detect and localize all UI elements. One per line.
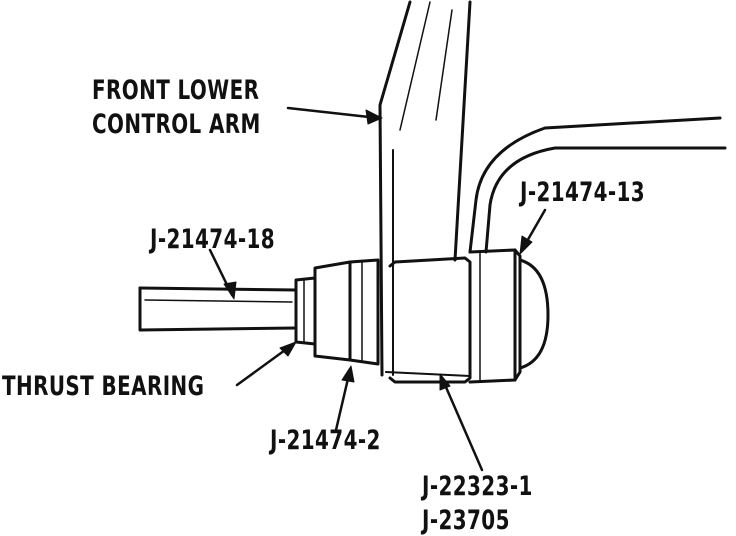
- control-arm-plate: [378, 0, 472, 377]
- receiver-cylinder: [385, 256, 472, 384]
- label-thrust-bearing: THRUST BEARING: [2, 371, 205, 402]
- label-j22323-1: J-22323-1: [422, 471, 533, 502]
- hex-shaft: [138, 286, 298, 332]
- label-front-lower-control-arm-2: CONTROL ARM: [92, 109, 261, 140]
- arrowheads: [223, 109, 533, 391]
- collar-j21474-2: [313, 258, 380, 366]
- label-j21474-18: J-21474-18: [150, 224, 276, 255]
- label-j21474-13: J-21474-13: [520, 177, 646, 208]
- label-j21474-2: J-21474-2: [270, 425, 381, 456]
- bracket-rod: [468, 116, 727, 254]
- thrust-bearing: [294, 276, 317, 346]
- label-j23705: J-23705: [422, 505, 510, 536]
- cup-j21474-13: [468, 248, 550, 384]
- label-front-lower-control-arm-1: FRONT LOWER: [92, 75, 260, 106]
